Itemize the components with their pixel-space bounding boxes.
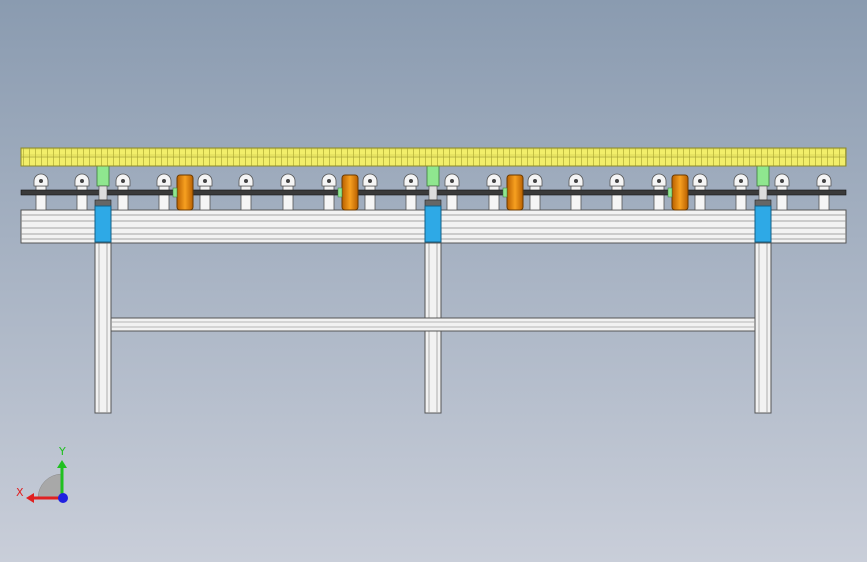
block-connector	[98, 185, 108, 201]
bracket-pin-icon	[244, 179, 248, 183]
orange-roller-3	[506, 174, 524, 211]
block-connector	[428, 185, 438, 201]
bracket-2	[76, 185, 88, 211]
bracket-15	[611, 185, 623, 211]
bracket-14	[570, 185, 582, 211]
bracket-pin-icon	[162, 179, 166, 183]
axis-triad: X Y	[16, 445, 68, 503]
orange-rollers	[172, 174, 689, 211]
bracket-19	[776, 185, 788, 211]
roller-collar	[667, 187, 673, 198]
x-axis-label: X	[16, 486, 24, 499]
roller-brackets	[33, 173, 832, 211]
bracket-pin-icon	[698, 179, 702, 183]
y-axis-arrow-icon	[57, 460, 67, 498]
green-block-3	[756, 165, 770, 187]
bracket-18	[735, 185, 747, 211]
leg-3	[754, 242, 772, 414]
bracket-11	[446, 185, 458, 211]
bracket-pin-icon	[39, 179, 43, 183]
bracket-pin-icon	[121, 179, 125, 183]
orange-roller-1	[176, 174, 194, 211]
green-block-1	[96, 165, 110, 187]
blue-block-1	[94, 205, 112, 243]
z-axis-dot-icon	[58, 493, 68, 503]
cross-beam	[110, 317, 756, 332]
bracket-pin-icon	[780, 179, 784, 183]
bracket-9	[364, 185, 376, 211]
bracket-5	[199, 185, 211, 211]
cross-beam-bar	[110, 317, 756, 332]
bracket-16	[653, 185, 665, 211]
bracket-pin-icon	[739, 179, 743, 183]
bracket-pin-icon	[657, 179, 661, 183]
roller-collar	[502, 187, 508, 198]
bracket-pin-icon	[80, 179, 84, 183]
bracket-pin-icon	[286, 179, 290, 183]
orange-roller-2	[341, 174, 359, 211]
bracket-17	[694, 185, 706, 211]
conveyor-belt	[20, 147, 847, 167]
leg-1	[94, 242, 112, 414]
bracket-pin-icon	[533, 179, 537, 183]
bracket-8	[323, 185, 335, 211]
bracket-pin-icon	[203, 179, 207, 183]
bracket-6	[240, 185, 252, 211]
y-axis-label: Y	[58, 445, 66, 458]
roller-collar	[337, 187, 343, 198]
block-nut	[94, 199, 112, 207]
bracket-20	[818, 185, 830, 211]
bracket-pin-icon	[615, 179, 619, 183]
bracket-pin-icon	[822, 179, 826, 183]
bracket-1	[35, 185, 47, 211]
bracket-4	[158, 185, 170, 211]
bracket-pin-icon	[574, 179, 578, 183]
block-connector	[758, 185, 768, 201]
bracket-pin-icon	[327, 179, 331, 183]
block-nut	[424, 199, 442, 207]
bracket-pin-icon	[409, 179, 413, 183]
x-axis-arrow-icon	[26, 493, 62, 503]
bracket-pin-icon	[450, 179, 454, 183]
bracket-12	[488, 185, 500, 211]
bracket-13	[529, 185, 541, 211]
roller-collar	[172, 187, 178, 198]
blue-block-2	[424, 205, 442, 243]
orange-roller-4	[671, 174, 689, 211]
blue-block-3	[754, 205, 772, 243]
support-blocks	[94, 165, 772, 243]
green-block-2	[426, 165, 440, 187]
bracket-10	[405, 185, 417, 211]
bracket-7	[282, 185, 294, 211]
bracket-3	[117, 185, 129, 211]
bracket-pin-icon	[368, 179, 372, 183]
block-nut	[754, 199, 772, 207]
bracket-pin-icon	[492, 179, 496, 183]
